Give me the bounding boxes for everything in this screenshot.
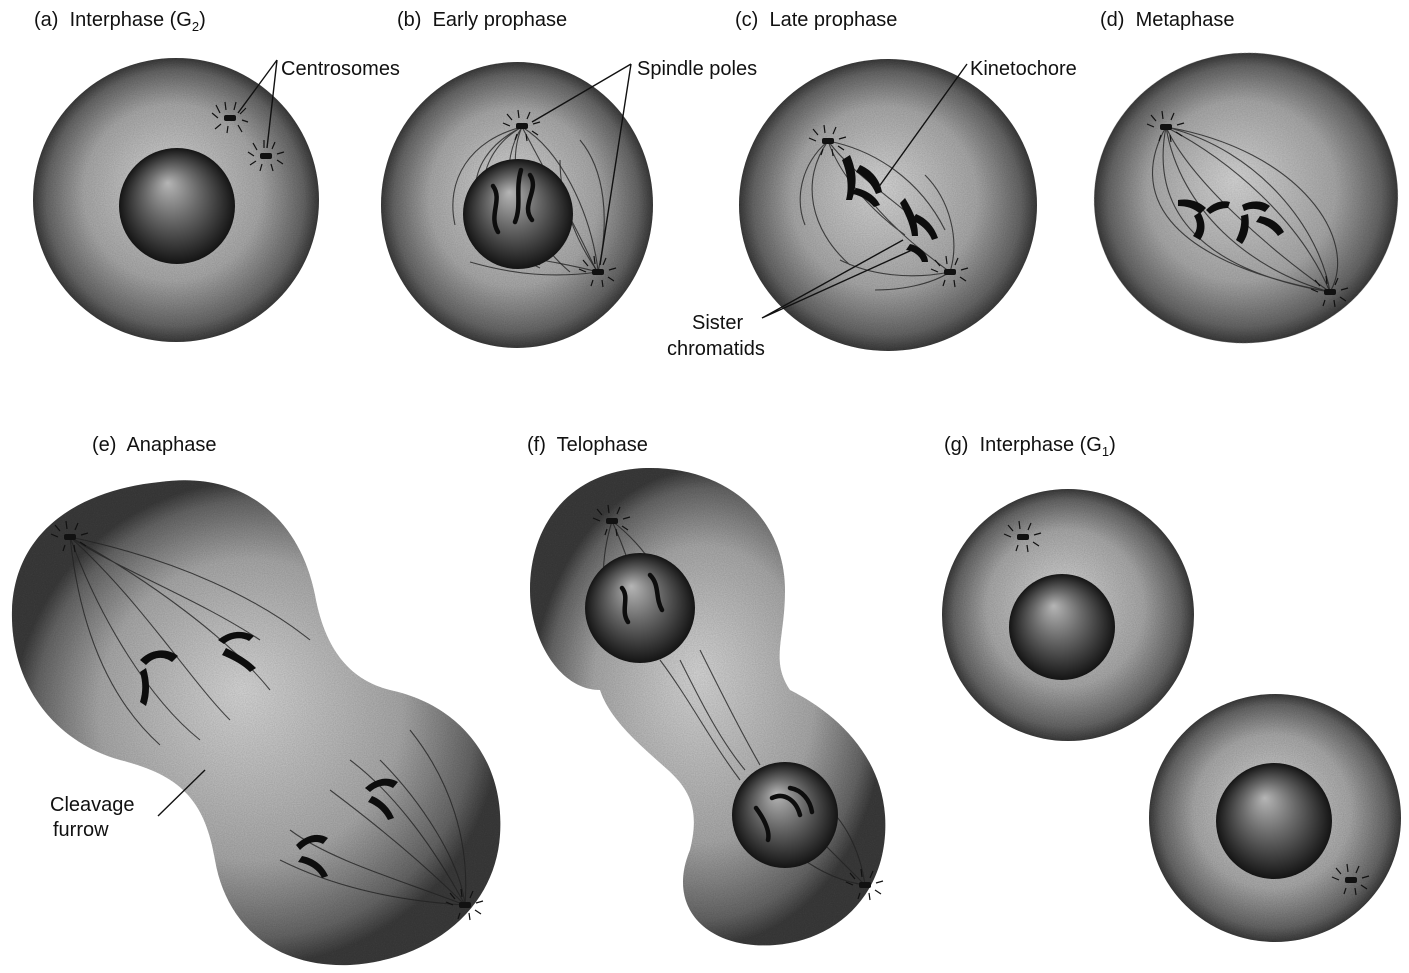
panel-tag: (b): [397, 9, 421, 31]
cell-metaphase: [1075, 33, 1409, 362]
panel-title-b: (b) Early prophase: [397, 8, 567, 32]
panel-name: Interphase (G: [980, 434, 1102, 456]
panel-title-c: (c) Late prophase: [735, 8, 897, 32]
cytoplasm: [1075, 33, 1409, 362]
label-sister-chromatids-line1: Sister: [692, 311, 743, 335]
cytoplasm: [530, 468, 885, 945]
label-sister-chromatids-line2: chromatids: [667, 337, 765, 361]
panel-name: Anaphase: [126, 434, 216, 456]
label-centrosomes: Centrosomes: [281, 57, 400, 81]
cell-interphase-g1-upper: [942, 489, 1194, 741]
panel-title-d: (d) Metaphase: [1100, 8, 1235, 32]
panel-tag: (g): [944, 434, 968, 456]
panel-tag: (c): [735, 9, 758, 31]
panel-name: Late prophase: [769, 9, 897, 31]
cytoplasm: [739, 59, 1037, 351]
label-cleavage-furrow-line2: furrow: [53, 818, 109, 842]
cell-interphase-g1-lower: [1149, 694, 1401, 942]
nucleus: [585, 553, 695, 663]
cell-late-prophase: [739, 59, 1037, 351]
panel-close: ): [1109, 434, 1116, 456]
panel-tag: (e): [92, 434, 116, 456]
panel-name: Telophase: [557, 434, 648, 456]
nucleus: [119, 148, 235, 264]
label-kinetochore: Kinetochore: [970, 57, 1077, 81]
label-spindle-poles: Spindle poles: [637, 57, 757, 81]
cell-telophase: [530, 468, 885, 945]
panel-tag: (d): [1100, 9, 1124, 31]
panel-title-f: (f) Telophase: [527, 433, 648, 457]
panel-name: Interphase (G: [70, 9, 192, 31]
panel-tag: (f): [527, 434, 546, 456]
nucleus: [732, 762, 838, 868]
cytoplasm: [12, 480, 500, 965]
panel-title-e: (e) Anaphase: [92, 433, 217, 457]
cell-early-prophase: [381, 62, 653, 348]
panel-tag: (a): [34, 9, 58, 31]
nucleus: [1216, 763, 1332, 879]
panel-name: Early prophase: [433, 9, 568, 31]
panel-title-a: (a) Interphase (G2): [34, 8, 206, 39]
cell-interphase-g2: [33, 58, 319, 342]
nucleus: [1009, 574, 1115, 680]
panel-title-g: (g) Interphase (G1): [944, 433, 1116, 464]
panel-name: Metaphase: [1136, 9, 1235, 31]
panel-close: ): [199, 9, 206, 31]
label-cleavage-furrow-line1: Cleavage: [50, 793, 135, 817]
cell-anaphase: [12, 480, 500, 965]
